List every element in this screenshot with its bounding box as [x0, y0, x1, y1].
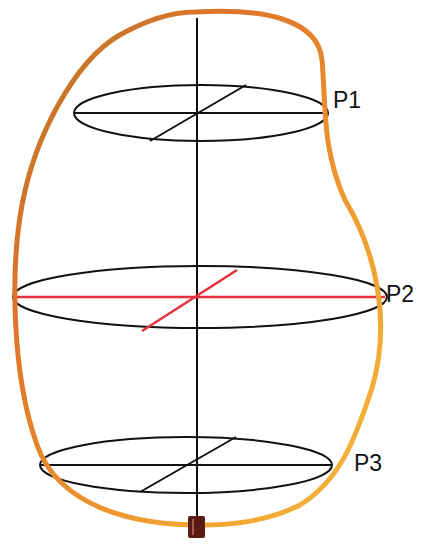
stem: [188, 516, 205, 538]
stem-highlight: [192, 519, 194, 535]
section-label: P1: [333, 89, 361, 112]
section-p2: [13, 266, 387, 331]
central-axis: [196, 18, 198, 522]
section-p1: [74, 85, 328, 141]
section-label: P2: [386, 283, 414, 306]
section-label: P3: [354, 452, 382, 475]
fruit-outline: [15, 11, 381, 525]
section-p3: [40, 437, 332, 493]
